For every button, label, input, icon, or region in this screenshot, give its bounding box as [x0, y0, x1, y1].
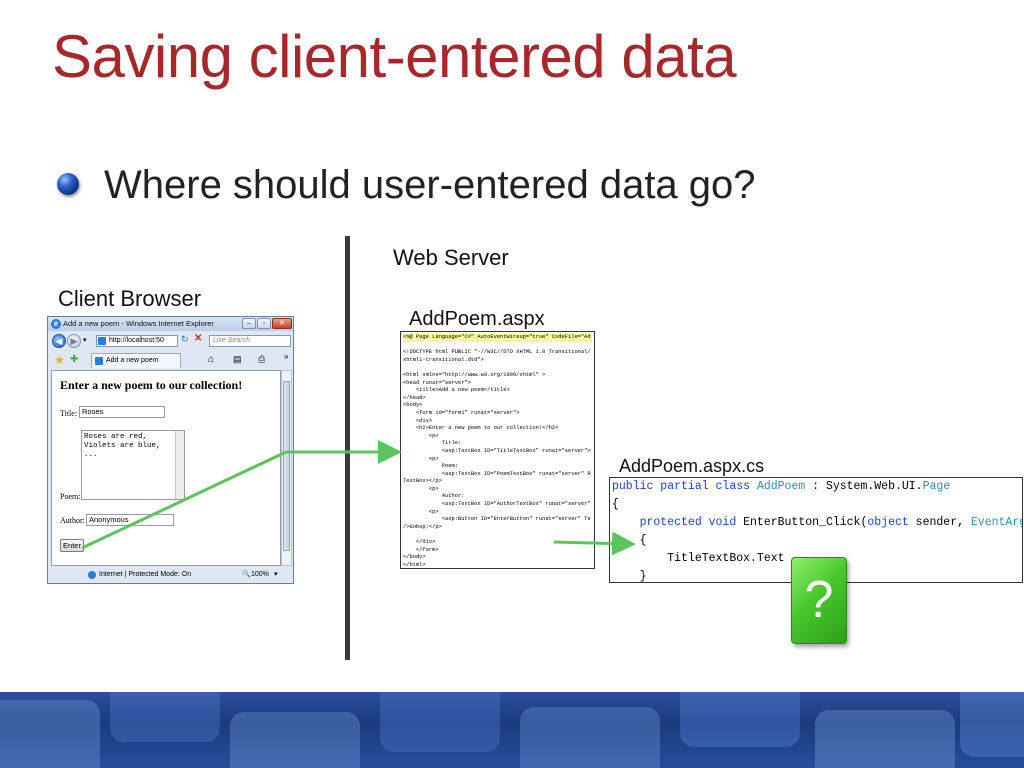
aspx-code-line: <p>	[403, 485, 439, 492]
more-tools-icon[interactable]: »	[284, 352, 289, 361]
page-icon	[98, 337, 106, 345]
aspx-code-line: <html xmlns="http://www.w3.org/1999/xhtm…	[403, 371, 546, 378]
aspx-code-line: </head>	[403, 394, 426, 401]
tab-row: ★ ✚ Add a new poem ⌂ ▤ ⎙ »	[48, 351, 293, 369]
aspx-code-box: <%@ Page Language="C#" AutoEventWireup="…	[400, 331, 595, 569]
browser-window: e Add a new poem - Windows Internet Expl…	[47, 316, 294, 584]
aspx-code-line: <body>	[403, 402, 423, 409]
title-textbox[interactable]: Roses	[79, 406, 165, 418]
footer-tile	[380, 692, 500, 752]
poem-text: Roses are red, Violets are blue, ...	[84, 433, 161, 459]
aspx-code-line: <div>	[403, 417, 433, 424]
tab-label: Add a new poem	[106, 357, 159, 364]
close-button[interactable]: ✕	[272, 318, 292, 329]
aspx-code-line: <p>	[403, 455, 439, 462]
favorites-star-icon[interactable]: ★	[54, 353, 65, 367]
question-mark-box: ?	[791, 557, 847, 644]
minimize-button[interactable]: –	[242, 318, 256, 329]
aspx-code-line: <%@ Page Language="C#" AutoEventWireup="…	[403, 334, 592, 342]
title-label: Title:	[60, 409, 78, 418]
add-favorites-icon[interactable]: ✚	[70, 354, 79, 365]
aspx-code-line: <p>	[403, 432, 439, 439]
page-scrollbar[interactable]	[281, 370, 292, 566]
aspx-code-line: <!DOCTYPE html PUBLIC "-//W3C//DTD XHTML…	[403, 349, 591, 356]
aspx-code-line: </div>	[403, 539, 436, 546]
cs-line-1: public partial class AddPoem : System.We…	[612, 480, 951, 493]
page-content: Enter a new poem to our collection! Titl…	[51, 370, 281, 566]
poem-label: Poem:	[60, 492, 81, 501]
aspx-code-line: Poem:	[403, 463, 458, 470]
browser-window-title: Add a new poem - Windows Internet Explor…	[63, 319, 214, 328]
feeds-icon[interactable]: ▤	[233, 354, 242, 364]
arrow-aspx-to-cs	[553, 531, 636, 556]
footer-tile	[110, 692, 220, 742]
aspx-code-line: </html>	[403, 561, 426, 568]
aspx-code-line: TextBox></p>	[403, 478, 442, 485]
web-server-label: Web Server	[393, 245, 509, 270]
tab-page-icon	[95, 357, 103, 365]
aspx-code-line: <form id="form1" runat="server">	[403, 409, 520, 416]
cs-line-4: {	[612, 534, 647, 547]
aspx-code-line: <asp:Button ID="EnterButton" runat="serv…	[403, 516, 591, 523]
ie-icon: e	[51, 319, 61, 329]
footer-tile	[230, 712, 360, 768]
aspx-code-line: <p>	[403, 508, 439, 515]
aspx-code-line: <asp:TextBox ID="AuthorTextBox" runat="s…	[403, 501, 591, 508]
scrollbar-thumb[interactable]	[283, 381, 290, 551]
globe-icon	[88, 571, 96, 579]
status-zone: Internet | Protected Mode: On	[99, 571, 192, 578]
aspx-code-line: </form>	[403, 546, 439, 553]
browser-titlebar: e Add a new poem - Windows Internet Expl…	[48, 317, 293, 331]
zoom-icon: 🔍	[242, 571, 251, 578]
address-row: ◀ ▶ ▾ http://localhost:50 ↻ ✕ Live Searc…	[48, 332, 293, 350]
footer-tile	[520, 707, 660, 768]
forward-icon[interactable]: ▶	[67, 334, 81, 348]
poem-textarea[interactable]: Roses are red, Violets are blue, ...	[81, 430, 185, 500]
cs-line-6: }	[612, 570, 647, 583]
refresh-icon[interactable]: ↻	[181, 334, 189, 344]
aspx-code-line: <head runat="server">	[403, 379, 471, 386]
footer-tile	[0, 700, 100, 768]
cs-line-2: {	[612, 498, 619, 511]
aspx-code-line: xhtml1-transitional.dtd">	[403, 356, 484, 363]
aspx-code-line: <title>Add a new poem</title>	[403, 387, 510, 394]
aspx-code-line: Author:	[403, 493, 465, 500]
aspx-code-line: <h2>Enter a new poem to our collection!<…	[403, 425, 559, 432]
maximize-button[interactable]: ▫	[257, 318, 271, 329]
aspx-code-line: </body>	[403, 554, 426, 561]
client-server-divider	[345, 236, 350, 660]
footer-tile	[680, 692, 800, 747]
enter-button[interactable]: Enter	[60, 539, 84, 552]
dropdown-icon[interactable]: ▾	[83, 337, 87, 344]
tab-add-poem[interactable]: Add a new poem	[91, 353, 181, 368]
zoom-dropdown-icon[interactable]: ▾	[274, 571, 278, 578]
poem-scrollbar[interactable]	[175, 431, 184, 499]
page-heading: Enter a new poem to our collection!	[60, 378, 243, 392]
footer-tile	[960, 692, 1024, 757]
back-icon[interactable]: ◀	[52, 334, 66, 348]
bullet-text: Where should user-entered data go?	[104, 163, 756, 207]
arrow-enter-to-form	[81, 450, 287, 550]
footer-tile	[815, 710, 955, 768]
cs-line-3: protected void EnterButton_Click(object …	[612, 516, 1022, 529]
stop-icon[interactable]: ✕	[194, 333, 203, 344]
search-input[interactable]: Live Search	[209, 335, 291, 347]
author-label: Author:	[60, 516, 85, 525]
cs-file-label: AddPoem.aspx.cs	[619, 456, 765, 476]
aspx-code-line: />&nbsp;</p>	[403, 523, 442, 530]
bullet-icon	[57, 173, 79, 195]
status-bar: Internet | Protected Mode: On 🔍 100% ▾	[48, 567, 293, 583]
aspx-code-line: <asp:TextBox ID="TitleTextBox" runat="se…	[403, 447, 591, 454]
aspx-code-line: <asp:TextBox ID="PoemTextBox" runat="ser…	[403, 470, 591, 477]
footer-band	[0, 692, 1024, 768]
slide-title: Saving client-entered data	[52, 23, 737, 90]
aspx-code-line: Title:	[403, 440, 462, 447]
print-icon[interactable]: ⎙	[258, 354, 266, 364]
address-bar[interactable]: http://localhost:50	[96, 335, 178, 347]
client-browser-label: Client Browser	[58, 286, 202, 311]
zoom-level[interactable]: 100%	[251, 571, 269, 578]
aspx-file-label: AddPoem.aspx	[409, 308, 545, 330]
home-icon[interactable]: ⌂	[208, 354, 215, 365]
